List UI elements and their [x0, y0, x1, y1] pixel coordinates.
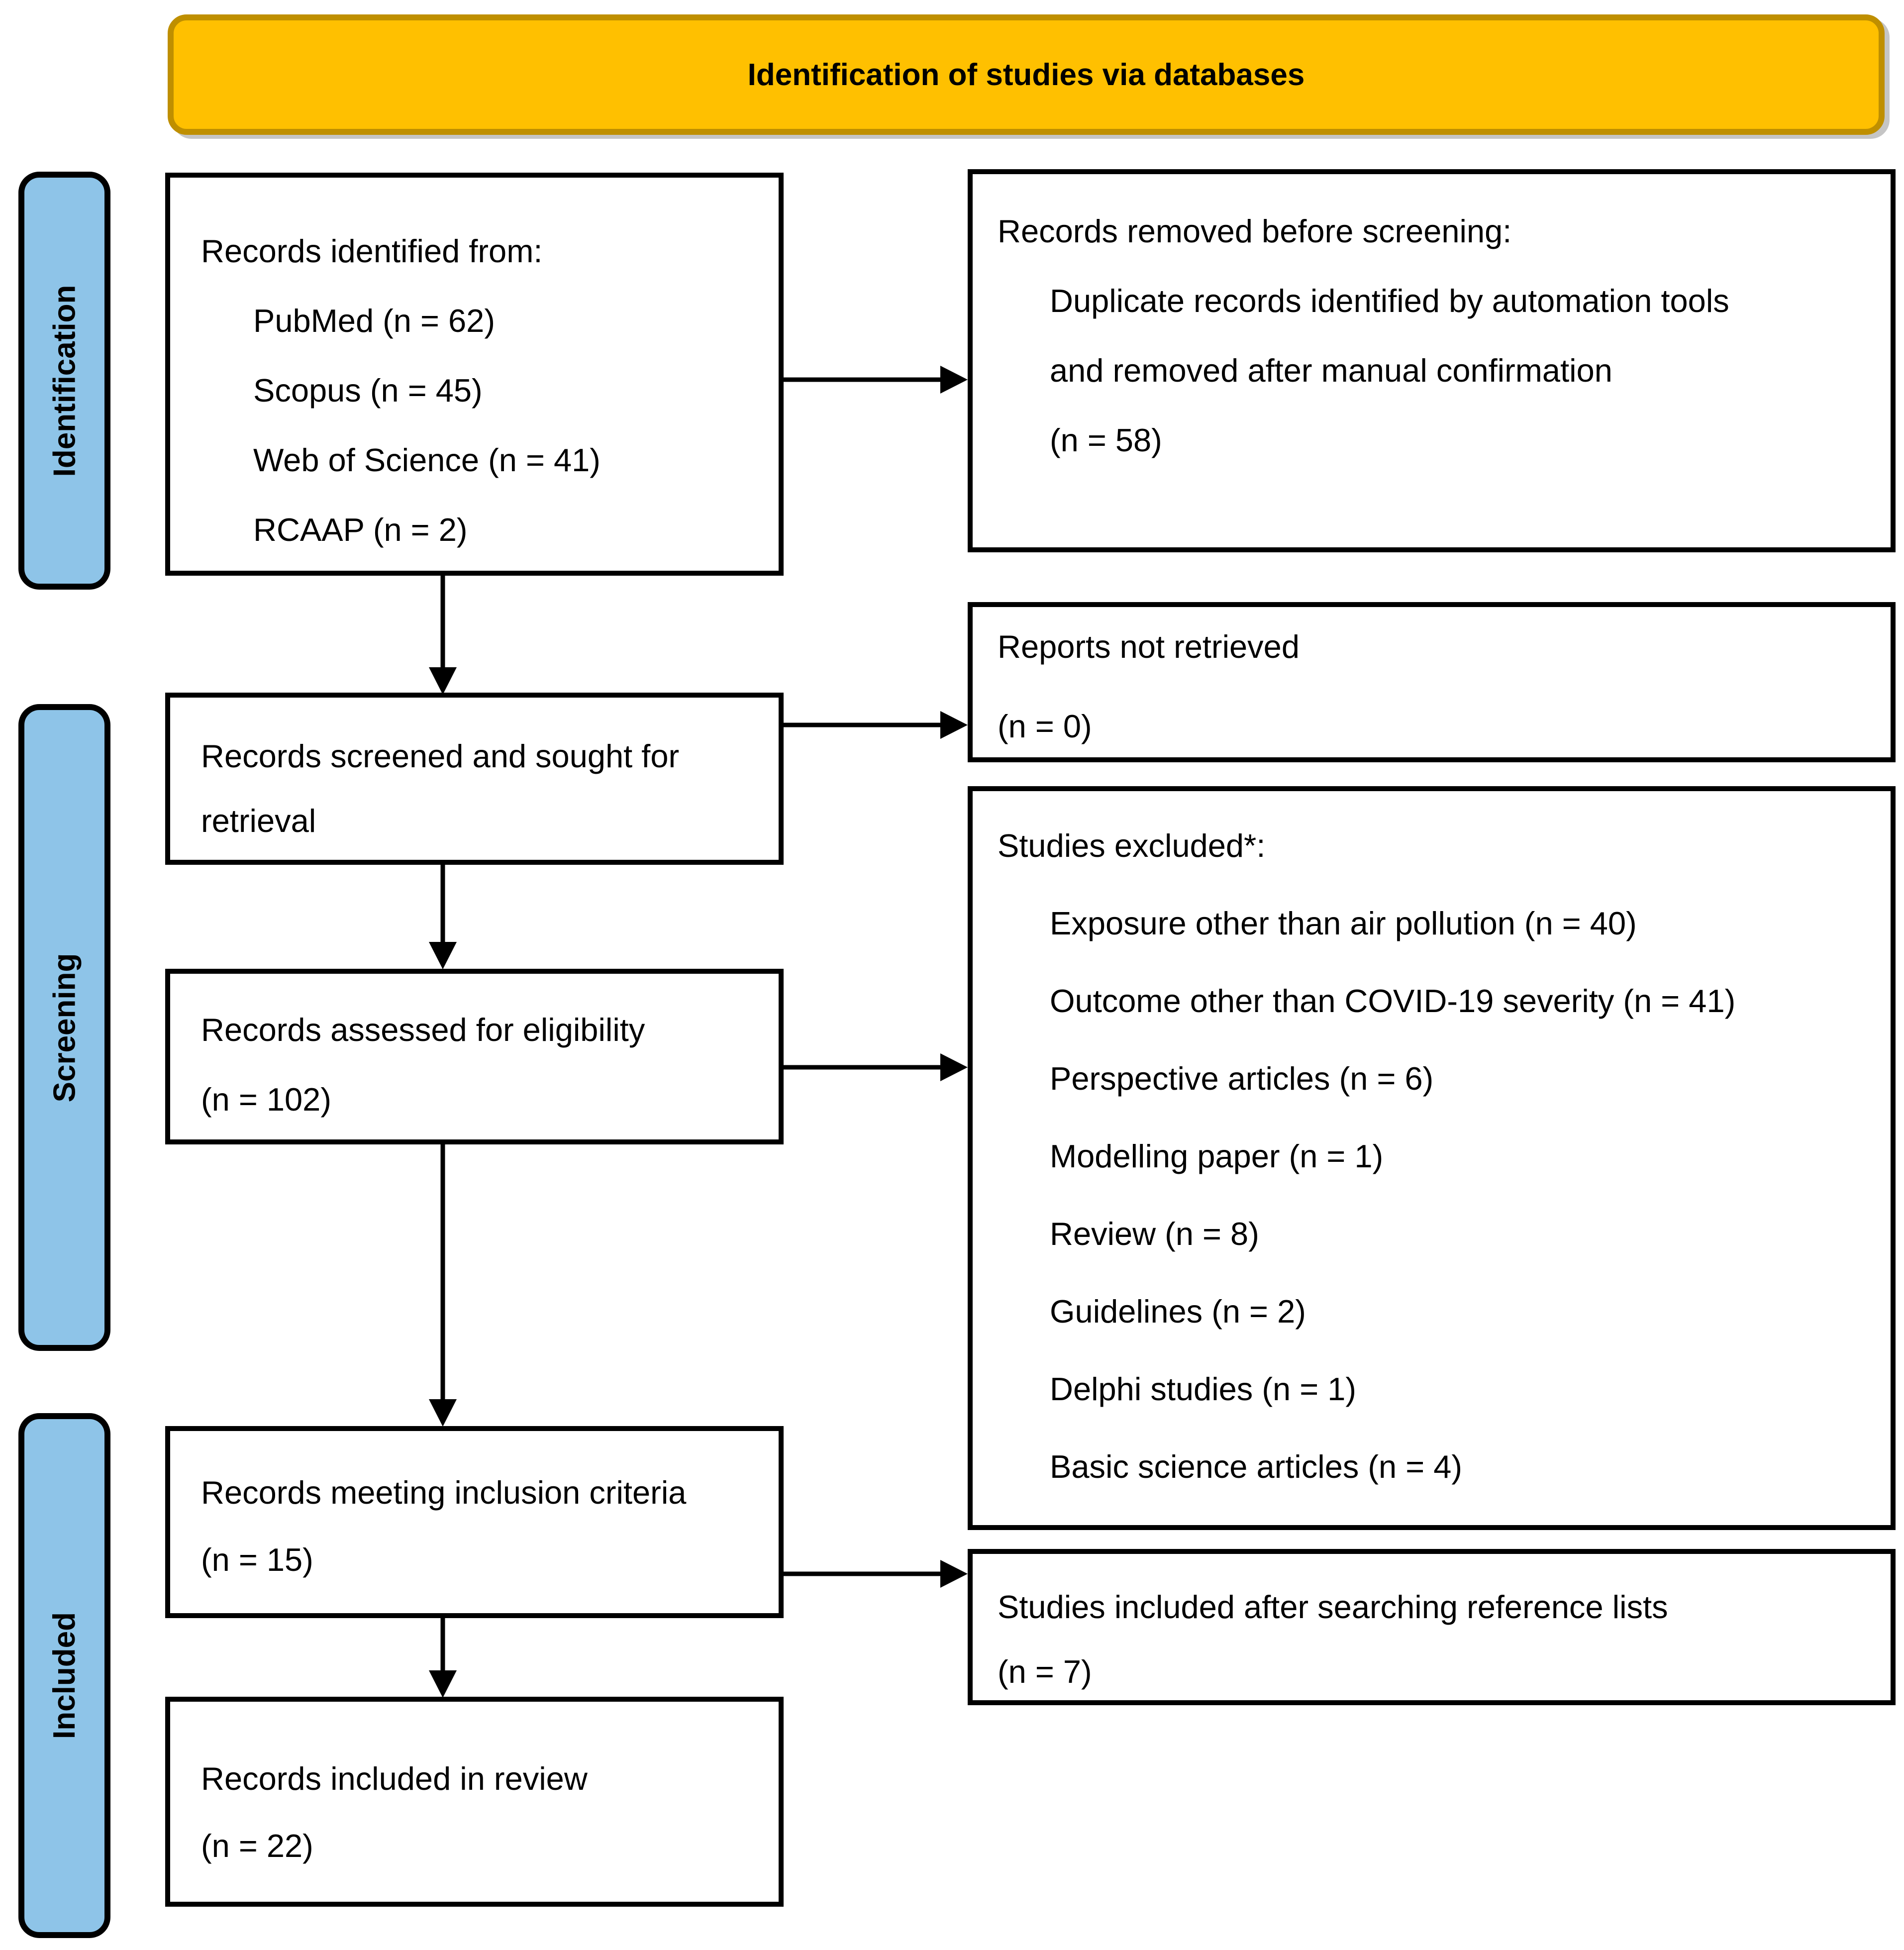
stage-label-screening: Screening — [18, 704, 110, 1351]
box-line: PubMed (n = 62) — [253, 303, 495, 339]
box-line: Delphi studies (n = 1) — [1050, 1371, 1357, 1407]
box-line: Modelling paper (n = 1) — [1050, 1138, 1384, 1174]
stage-label-included-text: Included — [47, 1612, 82, 1739]
box-line: Studies excluded*: — [998, 827, 1266, 864]
box-line: Outcome other than COVID-19 severity (n … — [1050, 983, 1736, 1019]
arrow-assessed-to-inclusion — [429, 1144, 457, 1427]
banner-title: Identification of studies via databases — [168, 14, 1885, 135]
box-records-included-review: Records included in review (n = 22) — [165, 1697, 784, 1907]
banner-title-text: Identification of studies via databases — [747, 57, 1305, 92]
box-reports-not-retrieved: Reports not retrieved (n = 0) — [968, 602, 1896, 762]
box-line: Records identified from: — [201, 233, 543, 269]
box-line: Perspective articles (n = 6) — [1050, 1060, 1434, 1097]
box-records-meeting-inclusion: Records meeting inclusion criteria (n = … — [165, 1426, 784, 1618]
arrow-screened-to-not-retrieved — [784, 711, 968, 739]
box-line: (n = 0) — [998, 708, 1092, 744]
box-records-identified: Records identified from: PubMed (n = 62)… — [165, 173, 784, 576]
box-line: (n = 7) — [998, 1653, 1092, 1690]
box-records-screened: Records screened and sought for retrieva… — [165, 693, 784, 865]
stage-label-included: Included — [18, 1413, 110, 1938]
box-studies-excluded: Studies excluded*: Exposure other than a… — [968, 786, 1896, 1530]
stage-label-identification-text: Identification — [47, 285, 82, 477]
box-line: Records assessed for eligibility — [201, 1012, 645, 1048]
box-records-assessed: Records assessed for eligibility (n = 10… — [165, 969, 784, 1144]
arrow-assessed-to-excluded — [784, 1053, 968, 1081]
arrow-inclusion-to-review — [429, 1618, 457, 1698]
arrow-inclusion-to-references — [784, 1560, 968, 1588]
box-line: Review (n = 8) — [1050, 1216, 1259, 1252]
box-line: retrieval — [201, 803, 316, 839]
box-records-removed: Records removed before screening: Duplic… — [968, 169, 1896, 552]
arrow-identified-to-screened — [429, 576, 457, 695]
box-line: and removed after manual confirmation — [1050, 352, 1612, 389]
box-line: Web of Science (n = 41) — [253, 442, 601, 478]
box-line: Basic science articles (n = 4) — [1050, 1448, 1463, 1485]
box-line: (n = 58) — [1050, 422, 1162, 458]
box-line: Records included in review — [201, 1760, 588, 1797]
box-line: (n = 22) — [201, 1828, 313, 1864]
box-line: (n = 102) — [201, 1081, 331, 1118]
box-line: Guidelines (n = 2) — [1050, 1293, 1306, 1330]
stage-label-identification: Identification — [18, 172, 110, 590]
box-line: Exposure other than air pollution (n = 4… — [1050, 905, 1637, 941]
arrow-identified-to-removed — [784, 366, 968, 394]
box-line: Reports not retrieved — [998, 628, 1300, 665]
box-line: Scopus (n = 45) — [253, 372, 483, 409]
box-studies-included-references: Studies included after searching referen… — [968, 1549, 1896, 1705]
box-line: RCAAP (n = 2) — [253, 512, 468, 548]
stage-label-screening-text: Screening — [47, 953, 82, 1102]
arrow-screened-to-assessed — [429, 865, 457, 969]
box-line: (n = 15) — [201, 1541, 313, 1578]
box-line: Studies included after searching referen… — [998, 1589, 1668, 1625]
box-line: Records meeting inclusion criteria — [201, 1474, 687, 1511]
box-line: Duplicate records identified by automati… — [1050, 283, 1729, 319]
box-line: Records removed before screening: — [998, 213, 1512, 249]
box-line: Records screened and sought for — [201, 738, 680, 774]
